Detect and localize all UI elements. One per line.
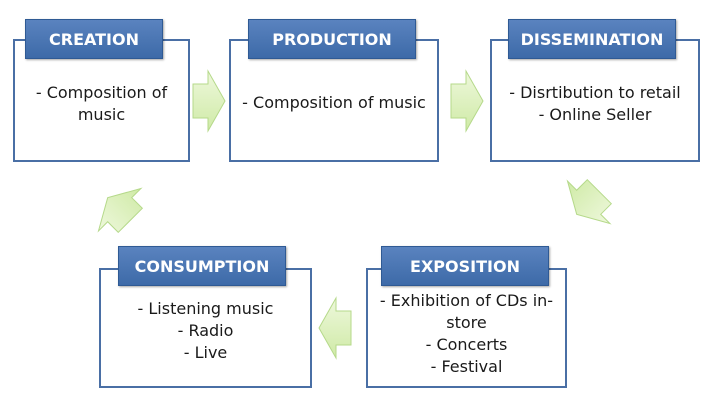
dissemination-text: - Disrtibution to retail - Online Seller xyxy=(509,83,681,124)
up-left-arrow-icon xyxy=(97,187,144,234)
right-arrow-icon xyxy=(192,69,226,133)
consumption-label: CONSUMPTION xyxy=(118,246,286,286)
exposition-label: EXPOSITION xyxy=(381,246,549,286)
consumption-text: - Listening music - Radio - Live xyxy=(137,299,274,362)
dissemination-label: DISSEMINATION xyxy=(508,19,676,59)
down-left-arrow-icon xyxy=(566,178,613,225)
creation-label: CREATION xyxy=(25,19,163,59)
creation-box: - Composition of music xyxy=(13,39,190,162)
left-arrow-icon xyxy=(318,296,352,360)
dissemination-box: - Disrtibution to retail - Online Seller xyxy=(490,39,700,162)
right-arrow-icon xyxy=(450,69,484,133)
exposition-text: - Exhibition of CDs in- store - Concerts… xyxy=(379,291,554,376)
creation-text: - Composition of music xyxy=(35,83,168,124)
production-text: - Composition of music xyxy=(242,93,426,112)
exposition-box: - Exhibition of CDs in- store - Concerts… xyxy=(366,268,567,388)
consumption-box: - Listening music - Radio - Live xyxy=(99,268,312,388)
production-label: PRODUCTION xyxy=(248,19,416,59)
